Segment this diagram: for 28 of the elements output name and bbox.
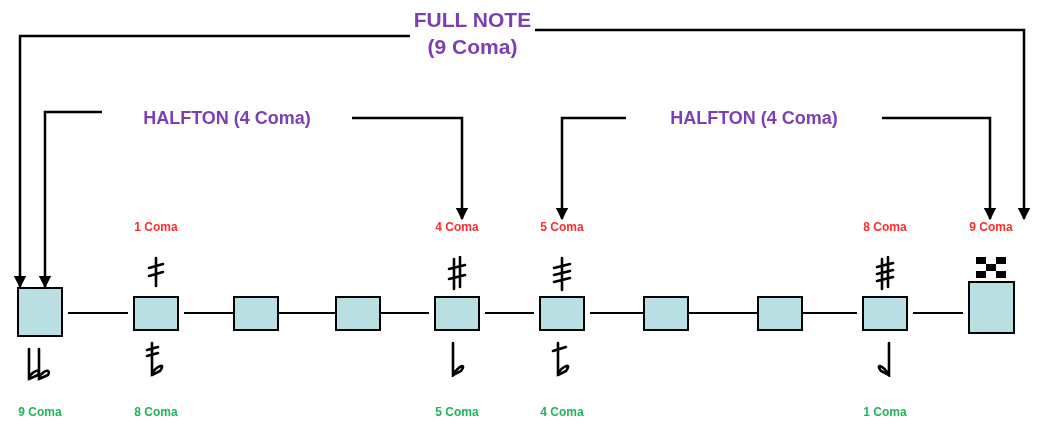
coma-label: 8 Coma [133, 405, 179, 419]
connector-line [484, 312, 535, 314]
bracket-arrow [555, 116, 626, 221]
connector-line [589, 312, 644, 314]
bracket-arrow [38, 110, 102, 289]
coma-label: 5 Coma [539, 220, 585, 234]
bracket-label: HALFTON (4 Coma) [102, 106, 352, 130]
coma-label: 4 Coma [434, 220, 480, 234]
connector-line [802, 312, 858, 314]
coma-label: 5 Coma [434, 405, 480, 419]
connector-line [912, 312, 964, 314]
connector-line [67, 312, 129, 314]
coma-label: 1 Coma [862, 405, 908, 419]
coma-label: 9 Coma [968, 220, 1014, 234]
bracket-arrow [13, 34, 410, 289]
coma-label: 8 Coma [862, 220, 908, 234]
connector-line [380, 312, 430, 314]
coma-label: 4 Coma [539, 405, 585, 419]
connector-line [688, 312, 758, 314]
connector-line [183, 312, 234, 314]
coma-label: 9 Coma [17, 405, 63, 419]
bracket-arrow [352, 116, 469, 221]
bracket-arrow [882, 116, 997, 221]
bracket-label: FULL NOTE (9 Coma) [410, 6, 535, 60]
bracket-label: HALFTON (4 Coma) [626, 106, 882, 130]
coma-label: 1 Coma [133, 220, 179, 234]
bracket-arrow [535, 28, 1031, 221]
connector-line [278, 312, 336, 314]
